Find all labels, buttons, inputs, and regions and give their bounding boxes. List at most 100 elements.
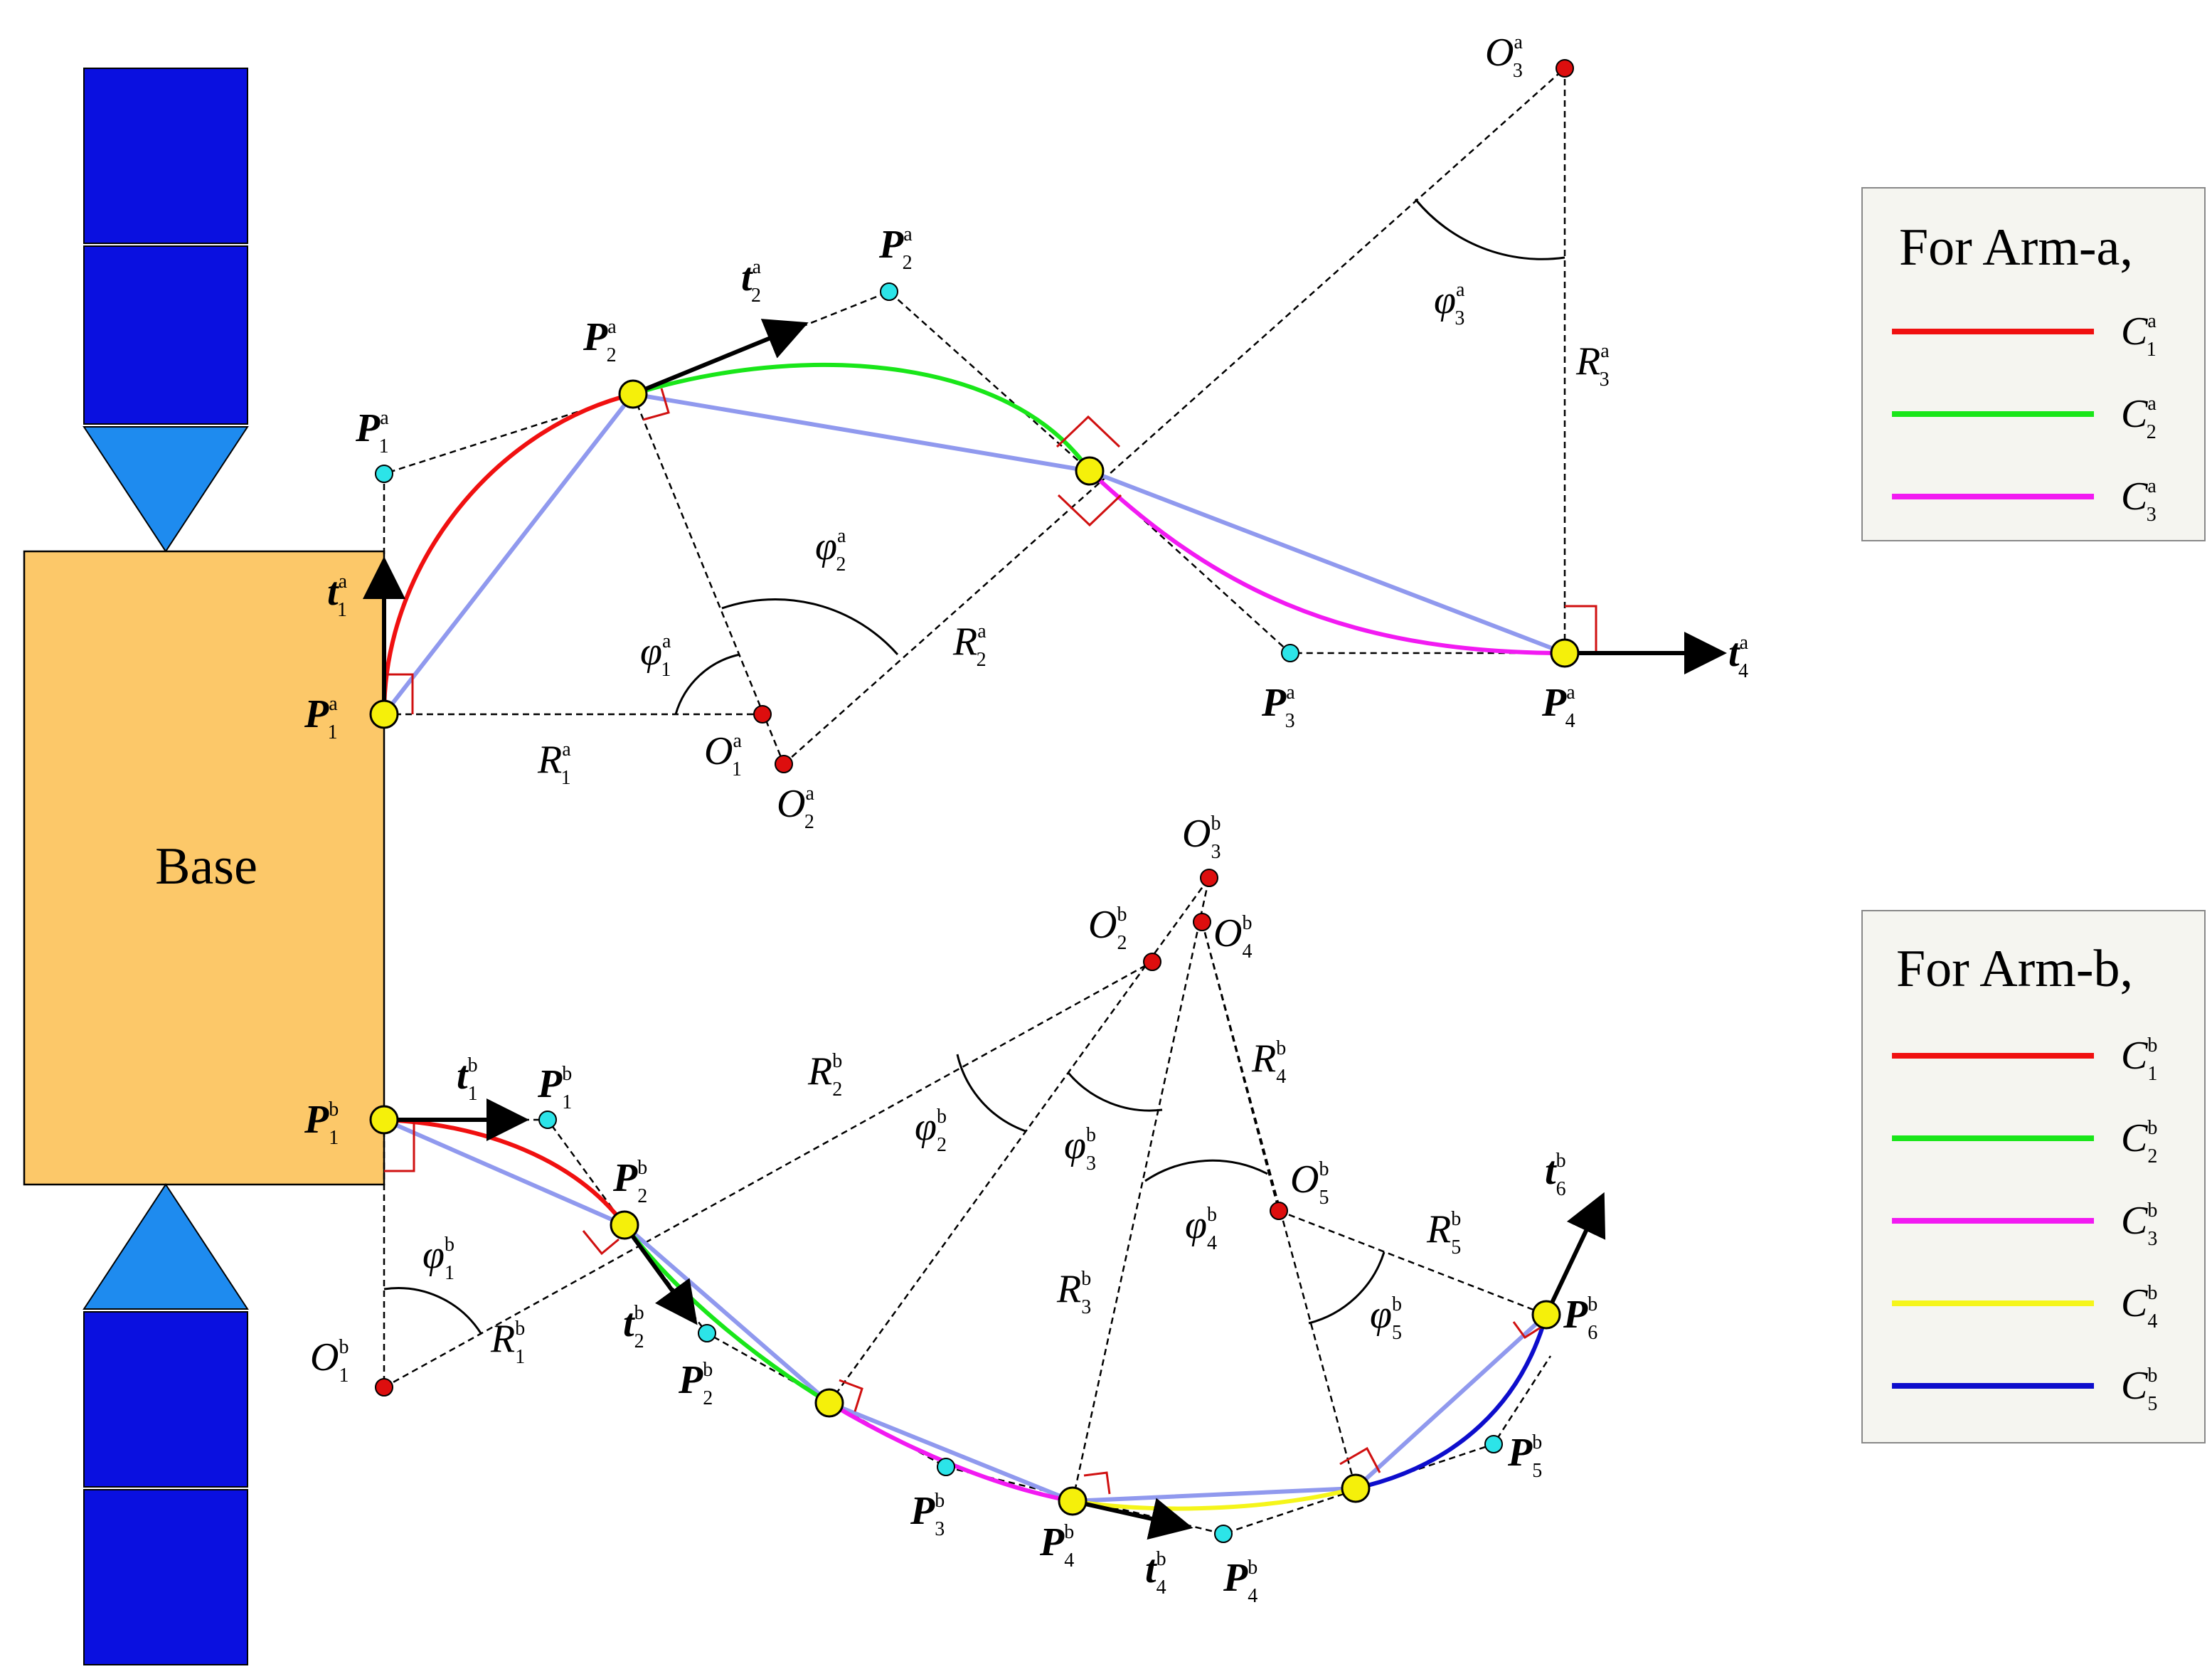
arm-b-tangent-t4-arrow	[1072, 1498, 1193, 1540]
arm-b-waypoint-p3	[814, 1388, 844, 1418]
arm-a-control-p3	[1281, 644, 1299, 662]
arm-a-center-o3	[1556, 59, 1574, 78]
arm-a-tangent-t2-arrow	[632, 319, 809, 396]
arm-b-waypoint-p5	[1341, 1473, 1371, 1503]
arm-b-angle-arc-phi1	[383, 1287, 482, 1334]
arm-b-center-o2	[1143, 953, 1161, 971]
arm-a-waypoint-p4	[1550, 638, 1580, 668]
arm-b-waypoint-p2	[610, 1210, 639, 1240]
satellite: Base	[23, 68, 385, 1665]
arm-b-center-o5	[1270, 1202, 1288, 1220]
arm-a-labels: Pa1 Pa2 Pa3 Pa4 Pa1 Pa2 P ta1 ta2 ta4 Oa…	[304, 31, 1749, 833]
arm-b-control-points	[538, 1111, 1503, 1543]
arm-b-angle-arcs	[383, 1054, 1386, 1334]
arm-a-angle-arc-phi3	[1414, 198, 1565, 260]
panel-mount-bottom	[83, 1183, 249, 1310]
legend-arm-b-title: For Arm-b,	[1896, 940, 2133, 998]
arm-a-waypoint-p2	[618, 379, 648, 409]
arm-b-chords	[383, 1118, 1548, 1504]
arm-b-control-p1	[538, 1111, 557, 1129]
arm-a-control-p2	[880, 282, 898, 301]
arm-a-curve-c2	[632, 362, 1092, 472]
arm-b-tangent-t6-arrow	[1544, 1192, 1606, 1316]
arm-a-angle-arc-phi2	[721, 598, 899, 655]
arm-a-waypoint-p3	[1075, 456, 1105, 486]
legend-arm-a-box	[1861, 187, 2206, 541]
arm-a: Pa1 Pa2 Pa3 Pa4 Pa1 Pa2 P ta1 ta2 ta4 Oa…	[304, 31, 1749, 833]
arm-a-waypoint-p1	[369, 699, 399, 729]
arm-b-curve-c1	[383, 1118, 627, 1226]
arm-a-control-points	[375, 282, 1299, 662]
arm-b-waypoint-p4	[1058, 1486, 1088, 1516]
arm-b-center-o1	[375, 1378, 393, 1397]
arm-a-center-o2	[775, 755, 793, 773]
arm-a-angle-arc-phi1	[674, 653, 740, 715]
arm-b-curve-c5	[1355, 1314, 1548, 1490]
arm-b-curve-c2	[622, 1224, 831, 1405]
arm-b-control-p3	[937, 1458, 955, 1476]
legend-arm-b-box	[1861, 910, 2206, 1443]
arm-b-angle-arc-phi2	[956, 1054, 1026, 1133]
legend-arm-a-title: For Arm-a,	[1899, 218, 2133, 277]
arm-a-control-p1	[375, 465, 393, 483]
arm-b-curve-c4	[1072, 1486, 1356, 1511]
arm-a-curve-c1	[382, 392, 634, 715]
arm-b-waypoint-p6	[1531, 1300, 1561, 1330]
solar-panel-top-2	[83, 245, 248, 425]
arm-b-angle-arc-phi4	[1144, 1159, 1268, 1182]
arm-b-control-p5	[1484, 1435, 1503, 1453]
arm-b-centers	[375, 869, 1288, 1397]
solar-panel-bottom-2	[83, 1489, 248, 1665]
arm-b-center-o4	[1193, 913, 1211, 931]
arm-a-waypoints	[369, 379, 1580, 729]
solar-panel-bottom-1	[83, 1311, 248, 1488]
base-label: Base	[155, 837, 257, 896]
arm-b-waypoint-p1	[369, 1105, 399, 1135]
arm-a-chords	[382, 391, 1566, 716]
arm-a-curve-c3	[1088, 469, 1565, 655]
arm-b-angle-arc-phi3	[1067, 1072, 1163, 1112]
solar-panel-top-1	[83, 68, 248, 244]
base-body	[23, 550, 385, 1186]
